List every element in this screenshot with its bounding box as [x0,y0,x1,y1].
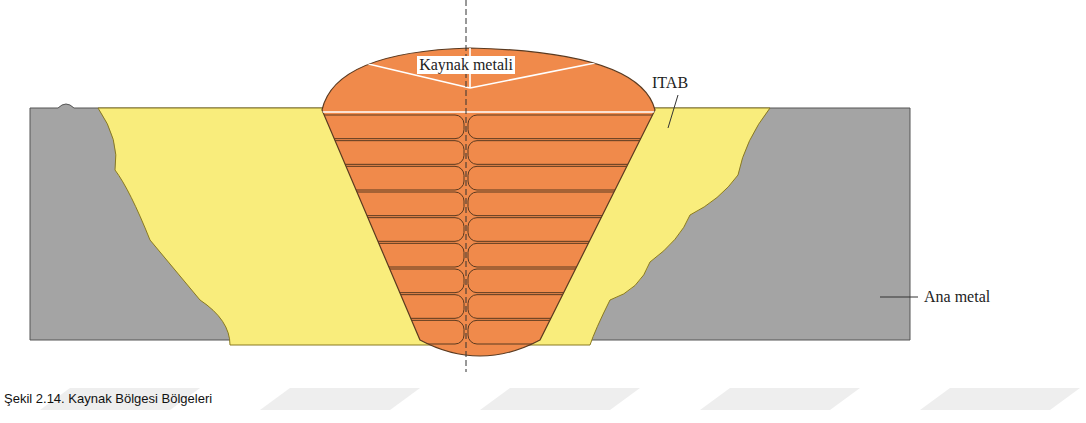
part-label: Ana metal [922,288,992,306]
weld-metal [322,48,655,356]
weld-beads [302,48,678,344]
part-label: ITAB [650,74,690,92]
figure-caption: Şekil 2.14. Kaynak Bölgesi Bölgeleri [4,392,212,406]
leader-line [668,95,678,128]
part-label: Kaynak metali [417,56,515,74]
leader-line [880,297,918,298]
